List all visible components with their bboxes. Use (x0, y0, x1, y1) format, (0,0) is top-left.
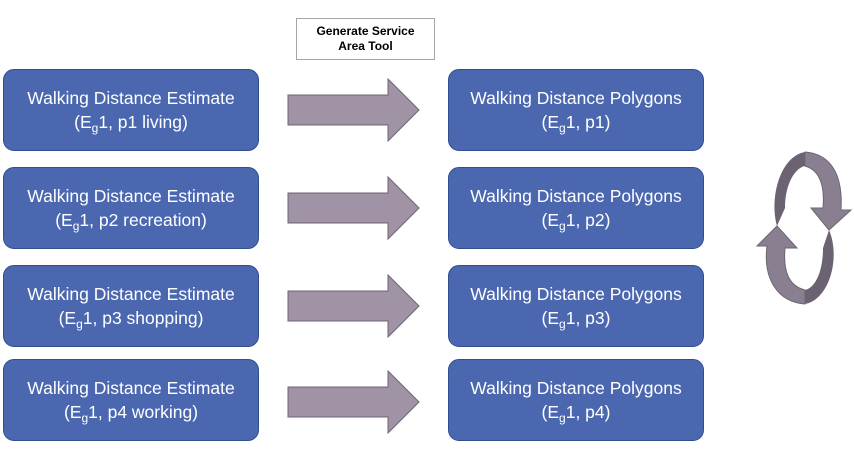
right-arrow-icon (287, 370, 420, 434)
output-box-subtitle: (Eg1, p2) (541, 210, 611, 233)
generate-service-area-tool-label: Generate Service Area Tool (296, 18, 435, 60)
input-box-subtitle: (Eg1, p4 working) (63, 402, 199, 425)
input-box-title: Walking Distance Estimate (27, 186, 235, 206)
output-box-title: Walking Distance Polygons (470, 378, 682, 398)
input-box-subtitle: (Eg1, p3 shopping) (58, 308, 204, 331)
output-box-p4: Walking Distance Polygons (Eg1, p4) (448, 359, 704, 441)
input-box-subtitle: (Eg1, p1 living) (74, 112, 188, 135)
output-box-subtitle: (Eg1, p3) (541, 308, 611, 331)
right-arrow-icon (287, 78, 420, 142)
output-box-title: Walking Distance Polygons (470, 284, 682, 304)
input-box-p3: Walking Distance Estimate (Eg1, p3 shopp… (3, 265, 259, 347)
tool-label-line2: Area Tool (338, 39, 393, 53)
right-arrow-icon (287, 176, 420, 240)
input-box-title: Walking Distance Estimate (27, 284, 235, 304)
right-arrow-icon (287, 274, 420, 338)
input-box-p2: Walking Distance Estimate (Eg1, p2 recre… (3, 167, 259, 249)
output-box-title: Walking Distance Polygons (470, 88, 682, 108)
input-box-title: Walking Distance Estimate (27, 378, 235, 398)
output-box-p2: Walking Distance Polygons (Eg1, p2) (448, 167, 704, 249)
input-box-p4: Walking Distance Estimate (Eg1, p4 worki… (3, 359, 259, 441)
output-box-p3: Walking Distance Polygons (Eg1, p3) (448, 265, 704, 347)
input-box-p1: Walking Distance Estimate (Eg1, p1 livin… (3, 69, 259, 151)
input-box-subtitle: (Eg1, p2 recreation) (55, 210, 207, 233)
tool-label-line1: Generate Service (316, 24, 415, 38)
output-box-title: Walking Distance Polygons (470, 186, 682, 206)
cycle-arrows-icon (755, 151, 853, 305)
output-box-subtitle: (Eg1, p4) (541, 402, 611, 425)
input-box-title: Walking Distance Estimate (27, 88, 235, 108)
output-box-subtitle: (Eg1, p1) (541, 112, 611, 135)
output-box-p1: Walking Distance Polygons (Eg1, p1) (448, 69, 704, 151)
